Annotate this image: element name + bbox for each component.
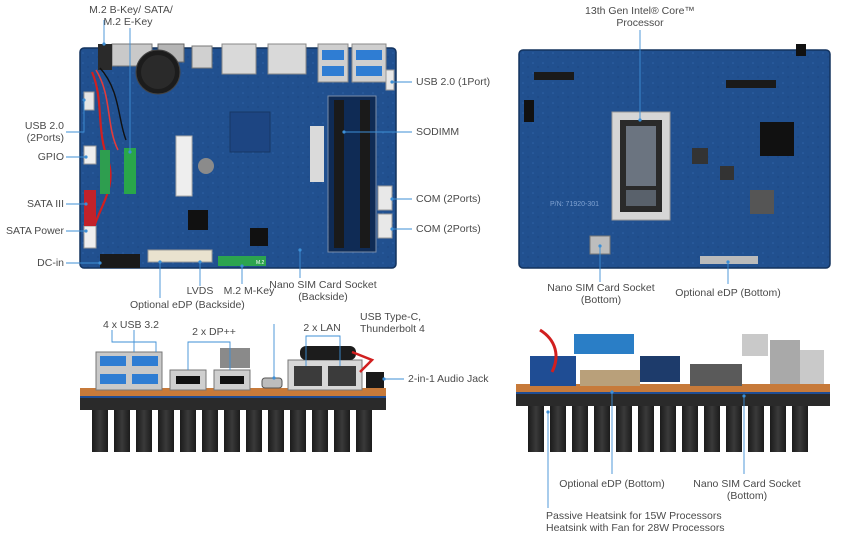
label-nano-sim-backside-line1: Nano SIM Card Socket: [269, 279, 377, 291]
label-m2-m-key: M.2 M-Key: [223, 285, 275, 297]
label-com-2: COM (2Ports): [416, 223, 481, 235]
leader-lines: [66, 20, 746, 508]
label-lvds: LVDS: [186, 285, 214, 297]
label-gpio: GPIO: [37, 151, 64, 163]
label-nano-sim-bottom-side-line2: (Bottom): [726, 490, 768, 502]
label-dp: 2 x DP++: [192, 326, 236, 338]
pn-board-marking: P/N: 71920-301: [550, 201, 599, 208]
label-optional-edp-backside: Optional eDP (Backside): [130, 299, 245, 311]
m2-board-marking: M.2: [256, 260, 265, 266]
label-usb2-1port: USB 2.0 (1Port): [416, 76, 491, 88]
label-sata-power: SATA Power: [6, 225, 64, 237]
label-lan: 2 x LAN: [303, 322, 341, 334]
label-usb32: 4 x USB 3.2: [102, 319, 160, 331]
label-nano-sim-bottom-line1: Nano SIM Card Socket: [547, 282, 655, 294]
label-optional-edp-bottom: Optional eDP (Bottom): [675, 287, 781, 299]
side-view-io: [80, 346, 386, 452]
label-cpu-line1: 13th Gen Intel® Core™: [585, 5, 695, 17]
label-heatsink-line2: Heatsink with Fan for 28W Processors: [546, 522, 725, 534]
label-cpu-line2: Processor: [616, 17, 664, 29]
label-com-1: COM (2Ports): [416, 193, 481, 205]
label-nano-sim-bottom-side-line1: Nano SIM Card Socket: [693, 478, 801, 490]
label-optional-edp-bottom-side: Optional eDP (Bottom): [559, 478, 665, 490]
label-audio-jack: 2-in-1 Audio Jack: [408, 373, 489, 385]
board-bottom-view: P/N: 71920-301: [518, 44, 831, 269]
label-nano-sim-bottom-line2: (Bottom): [580, 294, 622, 306]
label-m2-b-key: M.2 B-Key/ SATA/: [89, 4, 173, 16]
label-usb2-2ports-line1: USB 2.0: [24, 120, 64, 132]
label-heatsink-line1: Passive Heatsink for 15W Processors: [546, 510, 722, 522]
label-m2-e-key: M.2 E-Key: [103, 16, 153, 28]
label-sata3: SATA III: [27, 198, 64, 210]
label-usb-c-line1: USB Type-C,: [360, 311, 422, 323]
label-dc-in: DC-in: [37, 257, 64, 269]
board-top-view: M.2: [79, 43, 397, 269]
label-nano-sim-backside-line2: (Backside): [298, 291, 348, 303]
label-sodimm: SODIMM: [416, 126, 460, 138]
side-view-rear: [516, 328, 830, 452]
label-usb2-2ports-line2: (2Ports): [26, 132, 64, 144]
label-usb-c-line2: Thunderbolt 4: [360, 323, 425, 335]
